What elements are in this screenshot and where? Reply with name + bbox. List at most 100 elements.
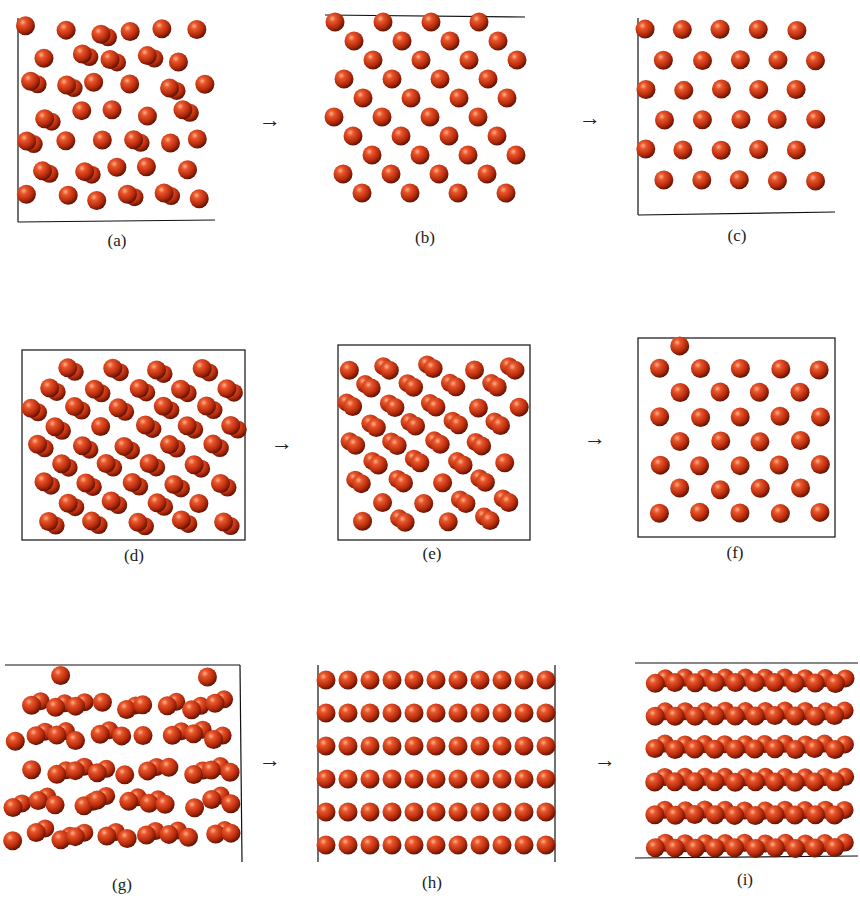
atom-sphere: [646, 674, 665, 693]
atom-sphere: [373, 493, 392, 512]
atom-sphere: [334, 165, 353, 184]
atom-sphere: [749, 20, 768, 39]
atom-sphere: [806, 110, 825, 129]
atom-sphere: [725, 806, 744, 825]
atom-sphere: [82, 512, 101, 531]
atom-sphere: [806, 707, 825, 726]
frame-line: [18, 220, 215, 222]
atom-sphere: [22, 399, 41, 418]
atom-sphere: [339, 737, 358, 756]
atom-sphere: [731, 407, 750, 426]
atom-sphere: [449, 803, 468, 822]
panel-label: (c): [728, 227, 747, 244]
atom-sphere: [325, 108, 344, 127]
atom-sphere: [345, 32, 364, 51]
atom-sphere: [746, 673, 765, 692]
atom-sphere: [706, 805, 725, 824]
atom-sphere: [471, 803, 490, 822]
atom-sphere: [138, 107, 157, 126]
atom-sphere: [396, 513, 415, 532]
atom-sphere: [21, 72, 40, 91]
atom-sphere: [197, 397, 216, 416]
atom-sphere: [361, 836, 380, 855]
atom-sphere: [335, 70, 354, 89]
atom-sphere: [169, 53, 188, 72]
atom-sphere: [493, 737, 512, 756]
atom-sphere: [665, 673, 684, 692]
frame-line: [317, 665, 318, 862]
atom-sphere: [537, 704, 556, 723]
atom-sphere: [765, 706, 784, 725]
atom-sphere: [515, 671, 534, 690]
atom-sphere: [374, 13, 393, 32]
atom-sphere: [790, 383, 809, 402]
atom-sphere: [362, 379, 381, 398]
atom-sphere: [488, 378, 507, 397]
atom-sphere: [469, 108, 488, 127]
atom-sphere: [394, 473, 413, 492]
step-arrow: →: [271, 432, 293, 454]
atom-sphere: [685, 805, 704, 824]
atom-sphere: [440, 127, 459, 146]
atom-sphere: [791, 431, 810, 450]
atom-sphere: [353, 184, 372, 203]
atom-sphere: [806, 674, 825, 693]
atom-sphere: [806, 171, 825, 190]
atom-sphere: [427, 671, 446, 690]
atom-sphere: [411, 146, 430, 165]
atom-sphere: [537, 737, 556, 756]
atom-sphere: [478, 165, 497, 184]
atom-sphere: [749, 140, 768, 159]
atom-sphere: [768, 51, 787, 70]
atom-sphere: [825, 706, 844, 725]
atom-sphere: [339, 803, 358, 822]
atom-sphere: [3, 798, 22, 817]
atom-sphere: [746, 839, 765, 858]
atom-sphere: [479, 70, 498, 89]
atom-sphere: [190, 189, 209, 208]
atom-sphere: [765, 805, 784, 824]
atom-sphere: [361, 803, 380, 822]
atom-sphere: [806, 51, 825, 70]
atom-sphere: [221, 824, 240, 843]
atom-sphere: [87, 191, 106, 210]
atom-sphere: [97, 454, 116, 473]
atom-sphere: [364, 51, 383, 70]
panel-label: (d): [124, 547, 144, 564]
atom-sphere: [353, 512, 372, 531]
atom-sphere: [651, 456, 670, 475]
atom-sphere: [493, 770, 512, 789]
atom-sphere: [730, 504, 749, 523]
atom-sphere: [705, 772, 724, 791]
atom-sphere: [498, 89, 517, 108]
atom-sphere: [361, 671, 380, 690]
atom-sphere: [654, 51, 673, 70]
atom-sphere: [826, 674, 845, 693]
atom-sphere: [730, 170, 749, 189]
atom-sphere: [189, 494, 208, 513]
atom-sphere: [367, 418, 386, 437]
atom-sphere: [706, 706, 725, 725]
atom-sphere: [711, 431, 730, 450]
atom-sphere: [412, 51, 431, 70]
atom-sphere: [91, 25, 110, 44]
frame-line: [638, 212, 835, 215]
atom-sphere: [137, 157, 156, 176]
atom-sphere: [508, 51, 527, 70]
atom-sphere: [72, 101, 91, 120]
atom-sphere: [326, 13, 345, 32]
atom-sphere: [636, 80, 655, 99]
atom-sphere: [383, 770, 402, 789]
atom-sphere: [489, 32, 508, 51]
atom-sphere: [97, 826, 116, 845]
atom-sphere: [768, 110, 787, 129]
atom-sphere: [344, 127, 363, 146]
atom-sphere: [369, 455, 388, 474]
atom-sphere: [187, 20, 206, 39]
atom-sphere: [493, 671, 512, 690]
atom-sphere: [685, 772, 704, 791]
panel-label: (h): [422, 874, 442, 891]
atom-sphere: [184, 765, 203, 784]
atom-sphere: [115, 765, 134, 784]
atom-sphere: [130, 379, 149, 398]
